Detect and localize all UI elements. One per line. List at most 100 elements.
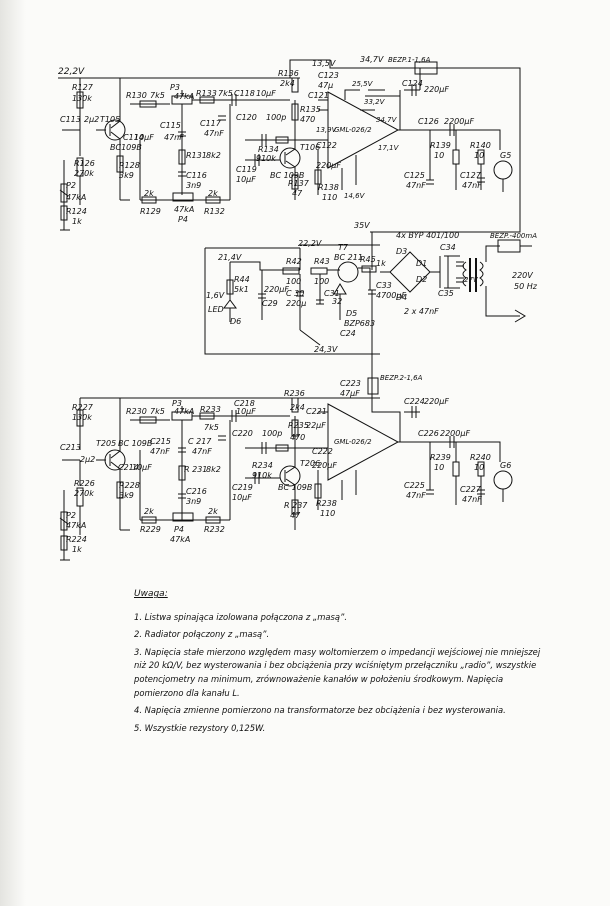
label-r42: R42 <box>286 257 302 266</box>
rectifier-bridge <box>389 251 431 293</box>
label-p2-val: 47kA <box>66 193 86 202</box>
label-c217-val: 47nF <box>192 447 212 456</box>
label-c125-val: 47nF <box>406 181 426 190</box>
label-r137-val: 47 <box>292 189 303 198</box>
label-bridge: 4x BYP 401/100 <box>396 231 459 240</box>
label-r240: R240 <box>470 453 491 462</box>
label-c115: C115 <box>160 121 181 130</box>
label-c222-val: 220µF <box>312 461 337 470</box>
label-r140-val: 10 <box>474 151 484 160</box>
label-r137: R137 <box>288 179 310 188</box>
label-c121: C121 <box>308 91 329 100</box>
label-c213-val: 2µ2 <box>80 455 95 464</box>
label-ic-bottom: GML-026/2 <box>334 438 372 446</box>
label-p3-val: 47kA <box>174 92 194 101</box>
label-c33: C33 <box>376 281 392 290</box>
label-t106-type: BC 109B <box>270 171 304 180</box>
label-r228-val: 3k9 <box>119 491 134 500</box>
label-r127: R127 <box>72 83 94 92</box>
label-t205-type: BC 109B <box>118 439 152 448</box>
label-r236-val: 2k4 <box>290 403 305 412</box>
note-item-5: 5. Wszystkie rezystory 0,125W. <box>134 722 266 733</box>
label-c124-val: 220µF <box>424 85 449 94</box>
component-labels: 22,2V 13,5V 34,7V BEZP.1-1,6A 25,5V 33,2… <box>58 55 538 554</box>
label-r45: R45 <box>360 255 376 264</box>
label-r42-val: 100 <box>286 277 301 286</box>
rail-13v5: 13,5V <box>312 59 336 68</box>
label-r135-val: 470 <box>300 115 315 124</box>
label-r131: R131 <box>186 151 207 160</box>
label-p4-bottom-val: 47kA <box>170 535 190 544</box>
label-c114-val: 10µF <box>134 133 154 142</box>
label-c114: C114 <box>123 133 144 142</box>
label-r229-val: 2k <box>144 507 154 516</box>
label-r236: R236 <box>284 389 305 398</box>
label-r126-val: 270k <box>74 169 94 178</box>
label-g6: G6 <box>500 461 511 470</box>
label-r233-val: 7k5 <box>204 423 219 432</box>
speaker-g5 <box>493 160 513 180</box>
label-r128-val: 3k9 <box>119 171 134 180</box>
rail-34v7-ic: 34,7V <box>376 116 398 124</box>
label-trafo-freq: 50 Hz <box>514 282 538 291</box>
label-c126-val: 2200µF <box>444 117 474 126</box>
label-c119: C119 <box>236 165 257 174</box>
label-c218-val: 10µF <box>236 407 256 416</box>
label-c34: C34 <box>440 243 456 252</box>
label-c214-val: 10µF <box>132 463 152 472</box>
rail-22v2-mid: 22,2V <box>298 239 322 248</box>
notes-title: Uwaga: <box>134 589 168 599</box>
label-c122: C122 <box>316 141 337 150</box>
rail-1v6: 1,6V <box>206 291 225 300</box>
ic-gml026-bottom <box>327 403 400 481</box>
label-c216: C216 <box>186 487 207 496</box>
label-r133: R133 <box>196 89 217 98</box>
label-c214: C214 <box>118 463 139 472</box>
label-c116: C116 <box>186 171 207 180</box>
transistor-t106 <box>279 147 301 169</box>
label-c116-val: 3n9 <box>186 181 201 190</box>
label-r126: R126 <box>74 159 95 168</box>
speaker-g6 <box>493 470 513 490</box>
bottom-channel <box>59 397 513 561</box>
label-t206-type: BC 109B <box>278 483 312 492</box>
label-c117: C117 <box>200 119 222 128</box>
top-channel <box>58 59 521 233</box>
label-c224-val: 220µF <box>424 397 449 406</box>
label-c215: C215 <box>150 437 171 446</box>
fuse-trafo-label: BEZP.-400mA <box>490 232 537 240</box>
label-p2-bottom: P2 <box>66 511 76 520</box>
label-g5: G5 <box>500 151 511 160</box>
rail-13v9: 13,9V <box>316 126 338 134</box>
label-r139-val: 10 <box>434 151 444 160</box>
label-d2: D2 <box>416 275 427 284</box>
label-r240-val: 10 <box>474 463 484 472</box>
label-r234-val: 910k <box>252 471 272 480</box>
rail-35v: 35V <box>354 221 370 230</box>
transistor-t7 <box>337 261 359 283</box>
label-c216-val: 3n9 <box>186 497 201 506</box>
label-r44-val: 5k1 <box>234 285 249 294</box>
label-p4-bottom: P4 <box>174 525 184 534</box>
label-p4-val: 47kA <box>174 205 194 214</box>
label-c226: C226 <box>418 429 439 438</box>
label-c223: C223 <box>340 379 361 388</box>
label-c225: C225 <box>404 481 425 490</box>
label-c113: C113 <box>60 115 81 124</box>
label-r127-val: 130k <box>72 94 92 103</box>
label-c219: C219 <box>232 483 253 492</box>
rail-22v2-top: 22,2V <box>58 67 85 77</box>
label-r45-val: 1k <box>376 259 386 268</box>
label-c213: C213 <box>60 443 81 452</box>
label-r230-val: 7k5 <box>150 407 165 416</box>
label-c123: C123 <box>318 71 339 80</box>
fuse-mid-label: BEZP.2-1,6A <box>380 374 423 382</box>
label-d4: D4 <box>396 293 407 302</box>
label-r130-val: 7k5 <box>150 91 165 100</box>
note-item-4: 4. Napięcia zmienne pomierzono na transf… <box>134 705 506 716</box>
label-t105: T105 <box>100 115 120 124</box>
label-c32: 32 <box>332 297 342 306</box>
label-c35: C35 <box>438 289 454 298</box>
